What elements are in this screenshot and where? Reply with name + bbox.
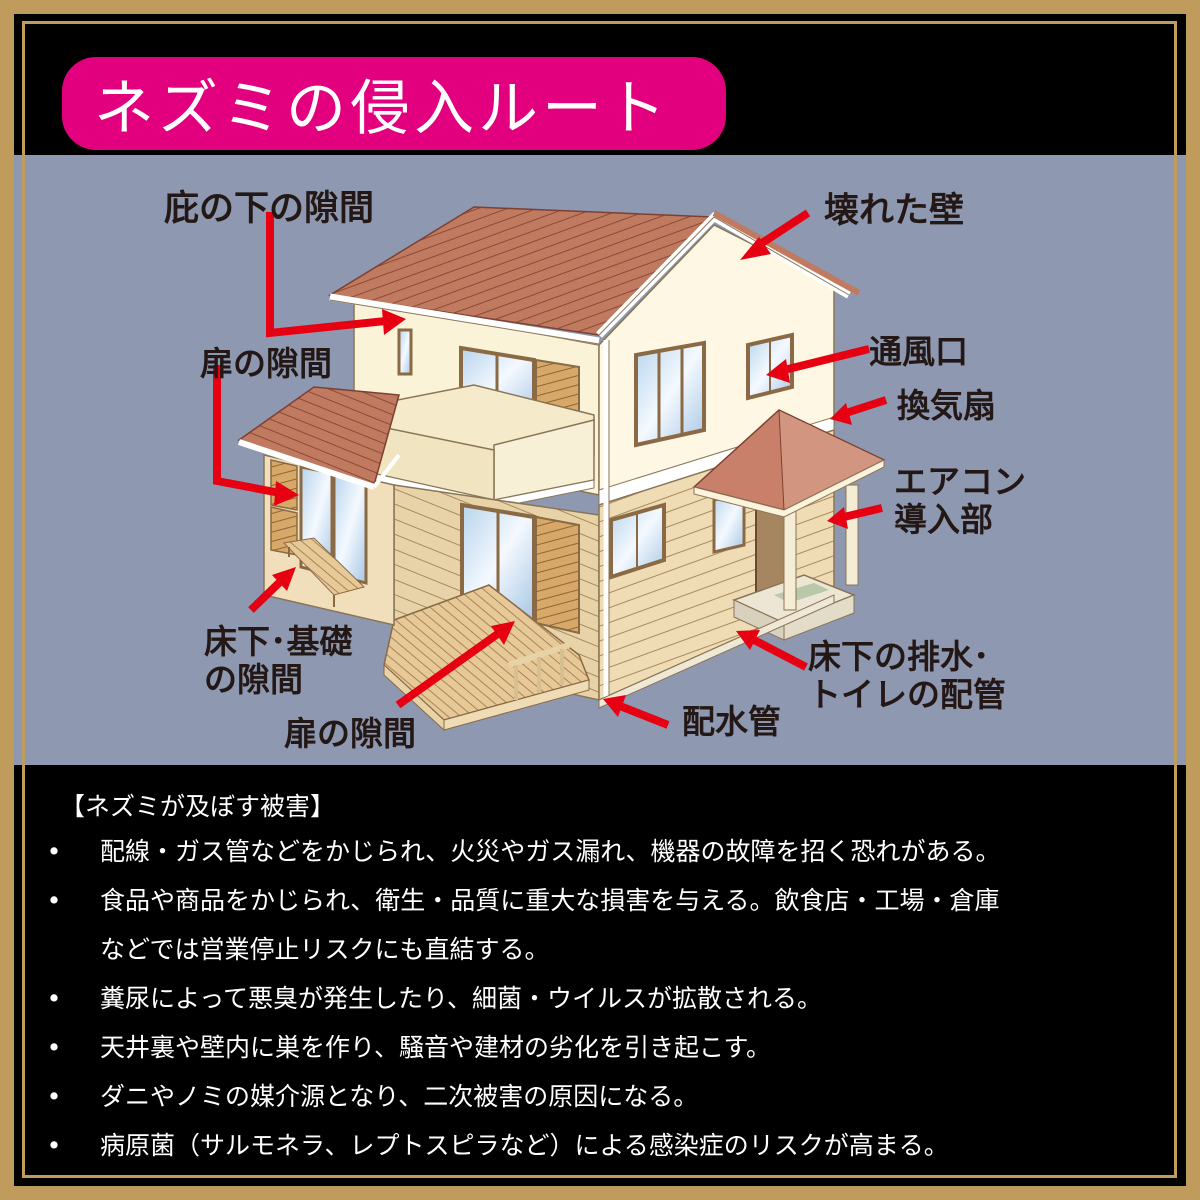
bullet-icon: • [46, 886, 62, 915]
damage-heading: 【ネズミが及ぼす被害】 [60, 792, 336, 821]
label-underfloor-foundation: 床下･基礎 の隙間 [204, 622, 353, 699]
label-drain-pipe: 配水管 [682, 702, 781, 741]
damage-item: • 天井裏や壁内に巣を作り、騒音や建材の劣化を引き起こす。 [44, 1023, 1154, 1072]
bullet-icon: • [46, 984, 62, 1013]
label-underfloor-drainage: 床下の排水･ トイレの配管 [808, 637, 1006, 714]
damage-item: • 病原菌（サルモネラ、レプトスピラなど）による感染症のリスクが高まる。 [44, 1121, 1154, 1170]
damage-item: • 配線・ガス管などをかじられ、火災やガス漏れ、機器の故障を招く恐れがある。 [44, 827, 1154, 876]
header: ネズミの侵入ルート [14, 14, 1186, 155]
page-title: ネズミの侵入ルート [94, 74, 670, 144]
label-door-gap-lower: 扉の隙間 [284, 714, 416, 753]
bullet-icon: • [46, 837, 62, 866]
title-banner: ネズミの侵入ルート [62, 57, 726, 150]
damage-item: • ダニやノミの媒介源となり、二次被害の原因になる。 [44, 1072, 1154, 1121]
label-aircon-inlet: エアコン 導入部 [894, 462, 1026, 539]
arrow-group [213, 209, 888, 729]
label-door-gap-upper: 扉の隙間 [200, 344, 332, 383]
damage-section: 【ネズミが及ぼす被害】 • 配線・ガス管などをかじられ、火災やガス漏れ、機器の故… [14, 765, 1186, 1186]
damage-item: • 糞尿によって悪臭が発生したり、細菌・ウイルスが拡散される。 [44, 974, 1154, 1023]
bullet-icon: • [46, 1082, 62, 1111]
damage-list: • 配線・ガス管などをかじられ、火災やガス漏れ、機器の故障を招く恐れがある。 •… [44, 827, 1154, 1170]
label-exhaust-fan: 換気扇 [897, 386, 996, 425]
bullet-icon: • [46, 1131, 62, 1160]
label-eave-gap: 庇の下の隙間 [164, 189, 375, 229]
damage-item: • 食品や商品をかじられ、衛生・品質に重大な損害を与える。飲食店・工場・倉庫 な… [44, 876, 1154, 974]
label-vent: 通風口 [869, 332, 968, 371]
bullet-icon: • [46, 1033, 62, 1062]
house-drawing [213, 206, 888, 732]
house-illustration: 庇の下の隙間 壊れた壁 扉の隙間 通風口 換気扇 エアコン 導入部 床下･基礎 … [14, 155, 1186, 765]
label-broken-wall: 壊れた壁 [824, 191, 965, 231]
